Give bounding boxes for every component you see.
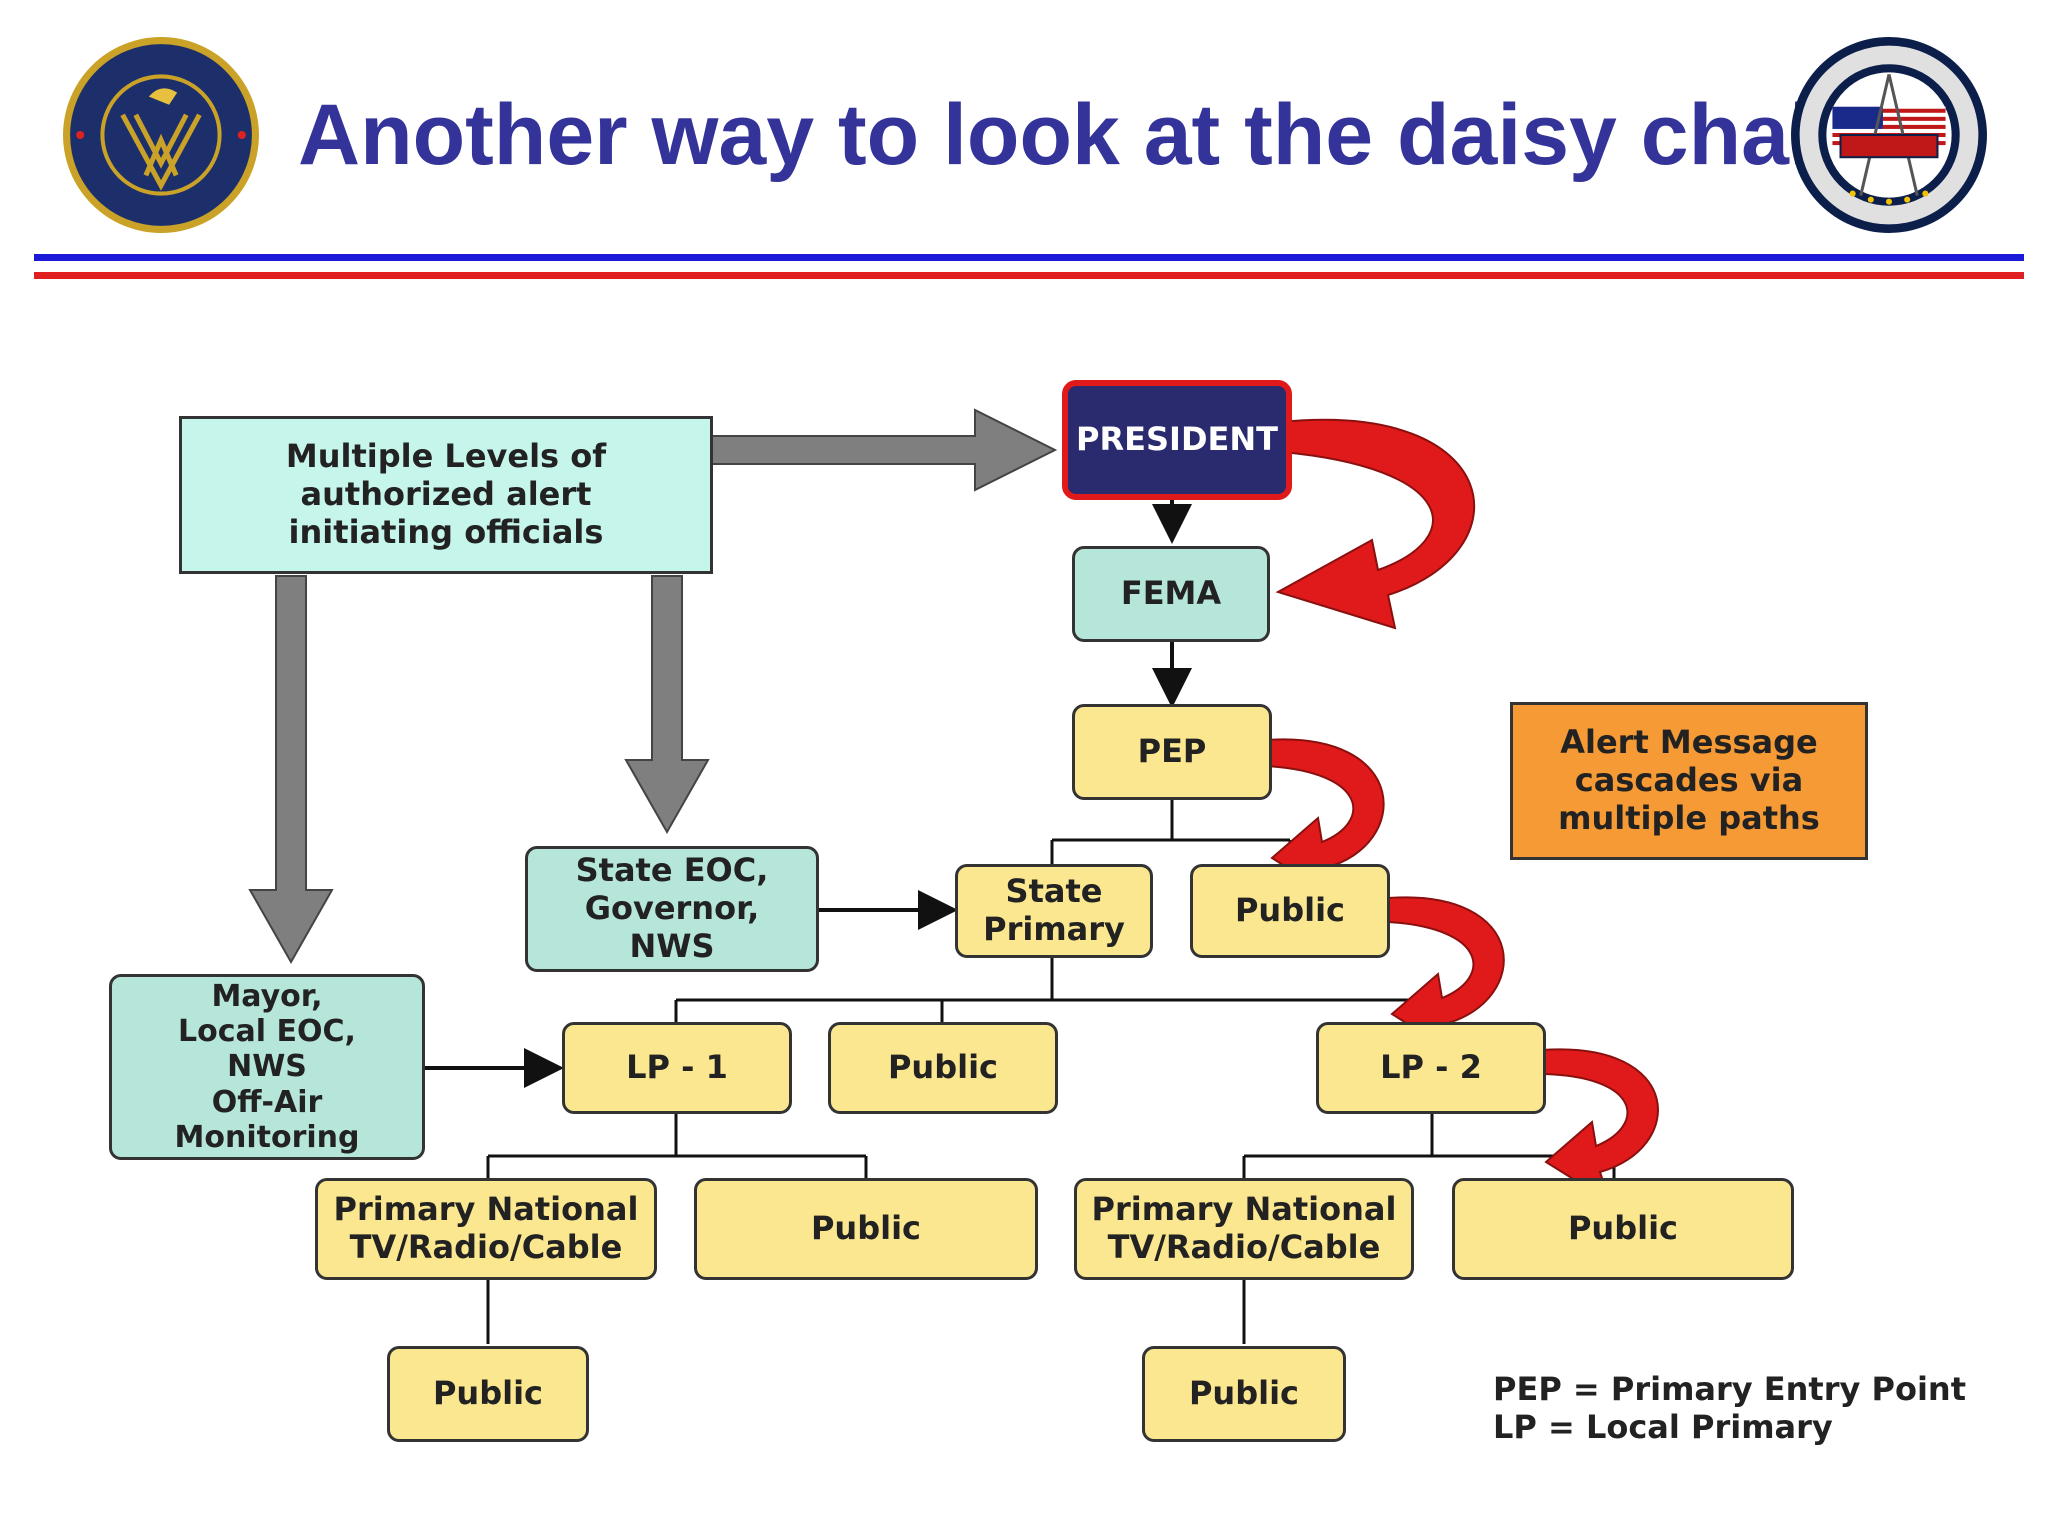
president-box: PRESIDENT [1062, 380, 1292, 500]
big-arrow-to-president [710, 408, 1058, 492]
public-lp1-box: Public [694, 1178, 1038, 1280]
tree-pep [1050, 800, 1292, 864]
tree-lp1 [486, 1114, 868, 1344]
state-eoc-box: State EOC, Governor, NWS [525, 846, 819, 972]
slide-title: Another way to look at the daisy chain [298, 87, 1866, 183]
fema-box: FEMA [1072, 546, 1270, 642]
pep-box: PEP [1072, 704, 1272, 800]
legend-pep: PEP = Primary Entry Point [1493, 1370, 1966, 1408]
cascade-arrow-president-fema [1275, 419, 1475, 630]
title-rule-blue [34, 254, 2024, 261]
fcc-seal-icon [63, 37, 259, 233]
primary-national-1-box: Primary National TV/Radio/Cable [315, 1178, 657, 1280]
public-bottom-2-box: Public [1142, 1346, 1346, 1442]
big-arrow-to-mayor [248, 575, 334, 965]
legend-lp: LP = Local Primary [1493, 1408, 1833, 1447]
public-lp2-box: Public [1452, 1178, 1794, 1280]
pshsb-seal-icon [1791, 37, 1987, 233]
title-rule-red [34, 272, 2024, 279]
state-primary-box: State Primary [955, 864, 1153, 958]
public-pep-box: Public [1190, 864, 1390, 958]
officials-box: Multiple Levels of authorized alert init… [179, 416, 713, 574]
mayor-box: Mayor, Local EOC, NWS Off-Air Monitoring [109, 974, 425, 1160]
cascade-note-box: Alert Message cascades via multiple path… [1510, 702, 1868, 860]
big-arrow-to-state-eoc [624, 575, 710, 835]
lp1-box: LP - 1 [562, 1022, 792, 1114]
public-bottom-1-box: Public [387, 1346, 589, 1442]
public-mid-box: Public [828, 1022, 1058, 1114]
legend: PEP = Primary Entry Point LP = Local Pri… [1493, 1370, 1966, 1447]
primary-national-2-box: Primary National TV/Radio/Cable [1074, 1178, 1414, 1280]
title-rule-gap [34, 266, 2024, 270]
lp2-box: LP - 2 [1316, 1022, 1546, 1114]
